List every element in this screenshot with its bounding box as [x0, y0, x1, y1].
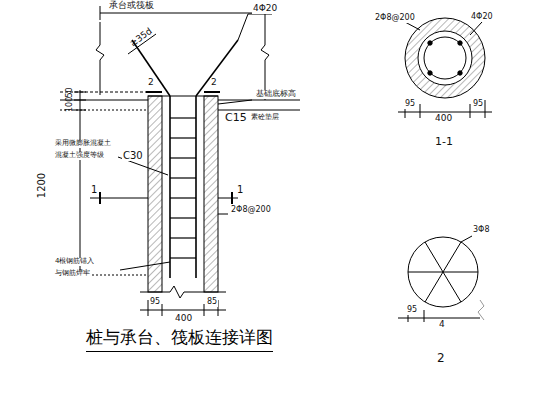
- rebar-spec: 2Φ8@200: [230, 206, 272, 215]
- section-mark: 2: [210, 78, 218, 88]
- rebar-spec: 3Φ8: [472, 226, 490, 235]
- dimension: 1200: [36, 172, 47, 199]
- dimension: 50: [66, 86, 75, 98]
- stirrup-tie: [170, 157, 196, 158]
- stirrup-tie: [170, 217, 196, 218]
- stirrup-tie: [170, 137, 196, 138]
- concrete-grade: C30: [122, 150, 144, 161]
- section-mark: 2: [147, 78, 155, 88]
- note: 采用微膨胀混凝土: [54, 140, 112, 148]
- stirrup-tie: [170, 197, 196, 198]
- dimension: 95: [472, 100, 484, 109]
- concrete-grade: C15: [224, 112, 248, 124]
- stirrup-tie: [170, 177, 196, 178]
- drawing-title: 桩与承台、筏板连接详图: [86, 326, 273, 352]
- stirrup-tie: [170, 257, 196, 258]
- dimension: 4: [438, 320, 446, 330]
- dimension: 95: [406, 306, 418, 315]
- dimension: 95: [404, 100, 416, 109]
- rebar-spec: 4Φ20: [470, 13, 494, 22]
- dimension: 95: [149, 298, 161, 307]
- note: 混凝土强度等级: [54, 152, 105, 160]
- dimension: 85: [206, 298, 218, 307]
- rebar-spec: 2Φ8@200: [374, 14, 416, 23]
- dimension: 400: [434, 114, 453, 124]
- dimension: 100: [66, 96, 75, 113]
- section-mark: 1: [236, 184, 244, 195]
- stirrup-tie: [170, 237, 196, 238]
- dimension: 400: [174, 314, 193, 324]
- note: 与钢筋焊牢: [54, 270, 91, 278]
- rebar-spec: 4Φ20: [252, 4, 278, 14]
- section-mark: 1: [90, 184, 98, 195]
- section-title: 2: [436, 352, 446, 365]
- note: 4根钢筋锚入: [54, 258, 95, 266]
- section-title: 1-1: [434, 136, 454, 148]
- note: 基础底标高: [255, 90, 297, 99]
- member-name: 承台或筏板: [108, 1, 155, 11]
- note: 素砼垫层: [250, 114, 280, 122]
- stirrup-tie: [170, 117, 196, 118]
